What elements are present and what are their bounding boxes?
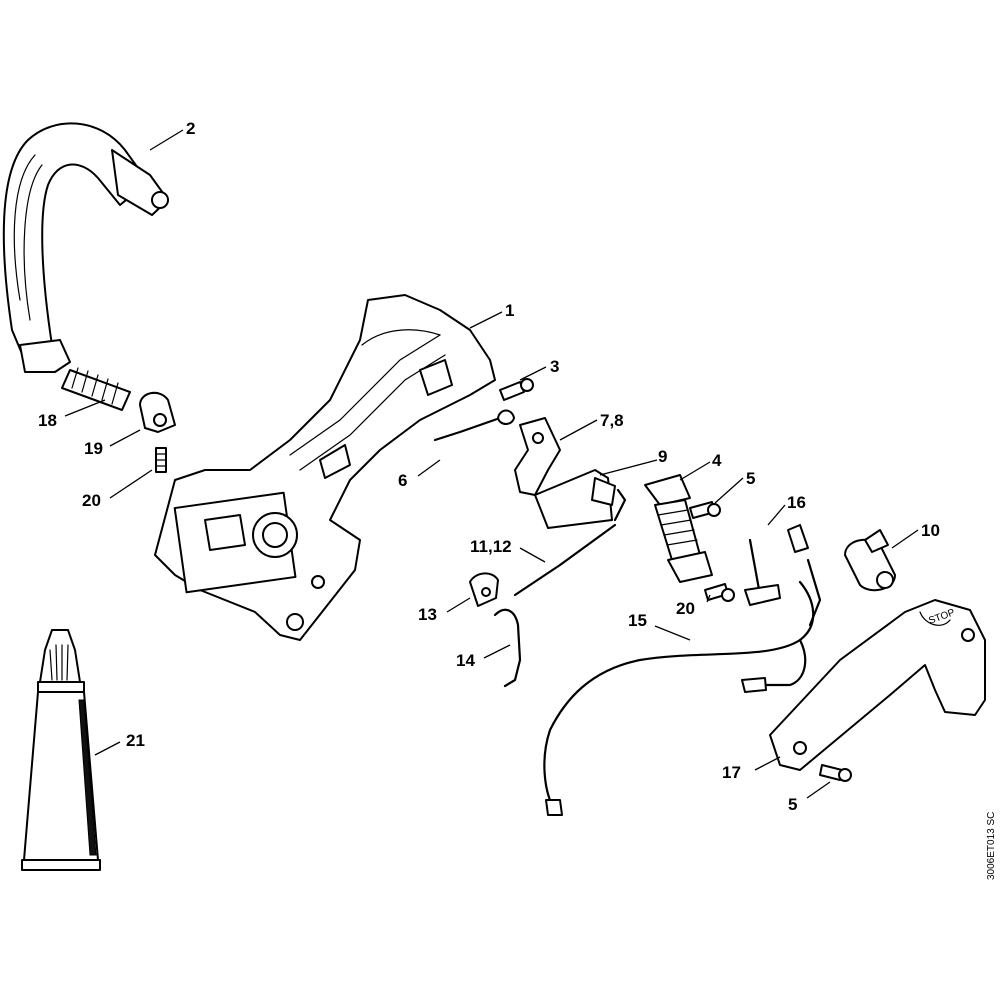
callout-6: 6 — [398, 471, 407, 490]
callout-labels: 2 1 3 7,8 9 4 5 16 10 6 11,12 13 14 15 2… — [38, 119, 940, 814]
callout-16: 16 — [787, 493, 806, 512]
callout-5-lower: 5 — [788, 795, 797, 814]
throttle-rod — [513, 523, 617, 597]
interlock-lever — [534, 469, 627, 529]
drawing-code: 3006ET013 SC — [986, 812, 997, 880]
callout-21: 21 — [126, 731, 145, 750]
control-rod — [493, 608, 522, 688]
callout-11-12: 11,12 — [470, 537, 512, 556]
screw-20-right — [704, 583, 735, 602]
front-handle-bar — [2, 122, 169, 373]
callout-2: 2 — [186, 119, 195, 138]
leader-lines — [64, 129, 919, 799]
callout-20-left: 20 — [82, 491, 101, 510]
callout-3: 3 — [550, 357, 559, 376]
screw-left — [155, 447, 167, 473]
callout-4: 4 — [712, 451, 722, 470]
screw-3 — [499, 378, 534, 401]
buffer-mount — [139, 391, 176, 433]
damping-spring — [644, 474, 713, 583]
torsion-spring — [433, 409, 515, 442]
callout-20-right: 20 — [676, 599, 695, 618]
callout-13: 13 — [418, 605, 437, 624]
callout-9: 9 — [658, 447, 667, 466]
callout-18: 18 — [38, 411, 57, 430]
annular-buffer-spring — [61, 367, 131, 411]
callout-10: 10 — [921, 521, 940, 540]
handle-molding: STOP — [769, 599, 986, 771]
callout-15: 15 — [628, 611, 647, 630]
callout-7-8: 7,8 — [600, 411, 624, 430]
callout-17: 17 — [722, 763, 741, 782]
callout-1: 1 — [505, 301, 514, 320]
callout-14: 14 — [456, 651, 475, 670]
grease-tube — [21, 629, 101, 871]
slide-lever — [469, 572, 499, 607]
screw-5-upper — [689, 501, 721, 519]
contact-spring — [744, 524, 809, 606]
callout-19: 19 — [84, 439, 103, 458]
screw-5-lower — [819, 764, 852, 782]
switch-shaft — [844, 529, 896, 592]
callout-5-upper: 5 — [746, 469, 755, 488]
wiring-harness — [543, 558, 822, 816]
rear-handle-housing — [154, 294, 496, 641]
throttle-trigger — [514, 417, 561, 496]
